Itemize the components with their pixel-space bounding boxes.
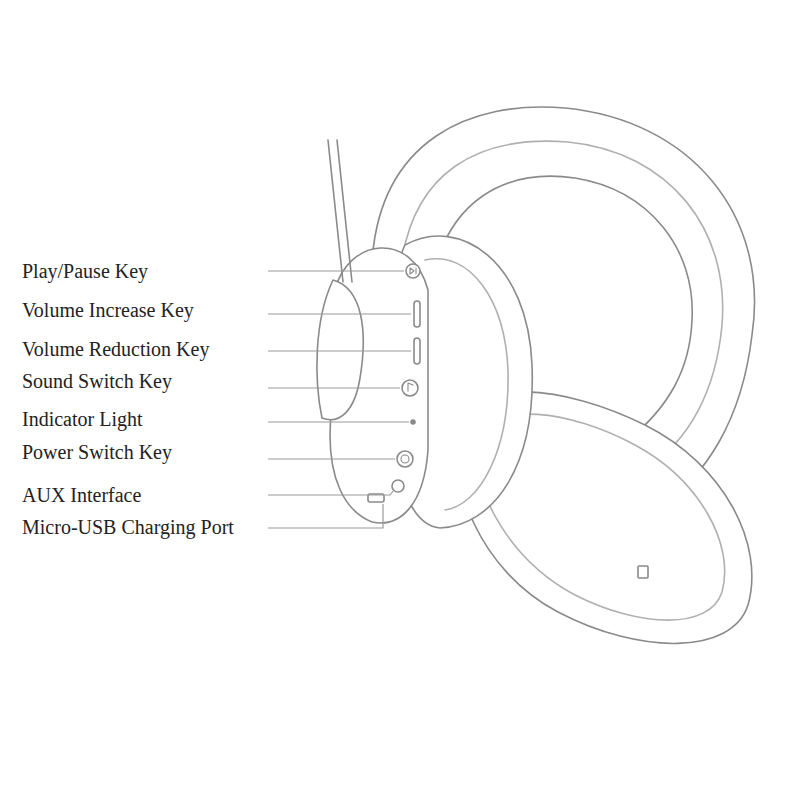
- volume-up-button: [414, 301, 420, 327]
- part-label: Play/Pause Key: [22, 259, 148, 283]
- slider-pad: [317, 280, 363, 420]
- part-label: Volume Increase Key: [22, 298, 194, 322]
- part-label: Power Switch Key: [22, 440, 172, 464]
- part-label: Sound Switch Key: [22, 369, 172, 393]
- indicator-light: [411, 420, 415, 424]
- part-label: Indicator Light: [22, 407, 143, 431]
- logo: [638, 566, 648, 578]
- part-label: Volume Reduction Key: [22, 337, 209, 361]
- leader-lines: [268, 271, 411, 528]
- cable: [328, 140, 352, 282]
- power-button: [397, 451, 413, 467]
- play-pause-button: [406, 264, 420, 278]
- sound-switch-button: [402, 380, 418, 396]
- part-label: Micro-USB Charging Port: [22, 515, 234, 539]
- part-label: AUX Interface: [22, 483, 141, 507]
- volume-down-button: [414, 338, 420, 364]
